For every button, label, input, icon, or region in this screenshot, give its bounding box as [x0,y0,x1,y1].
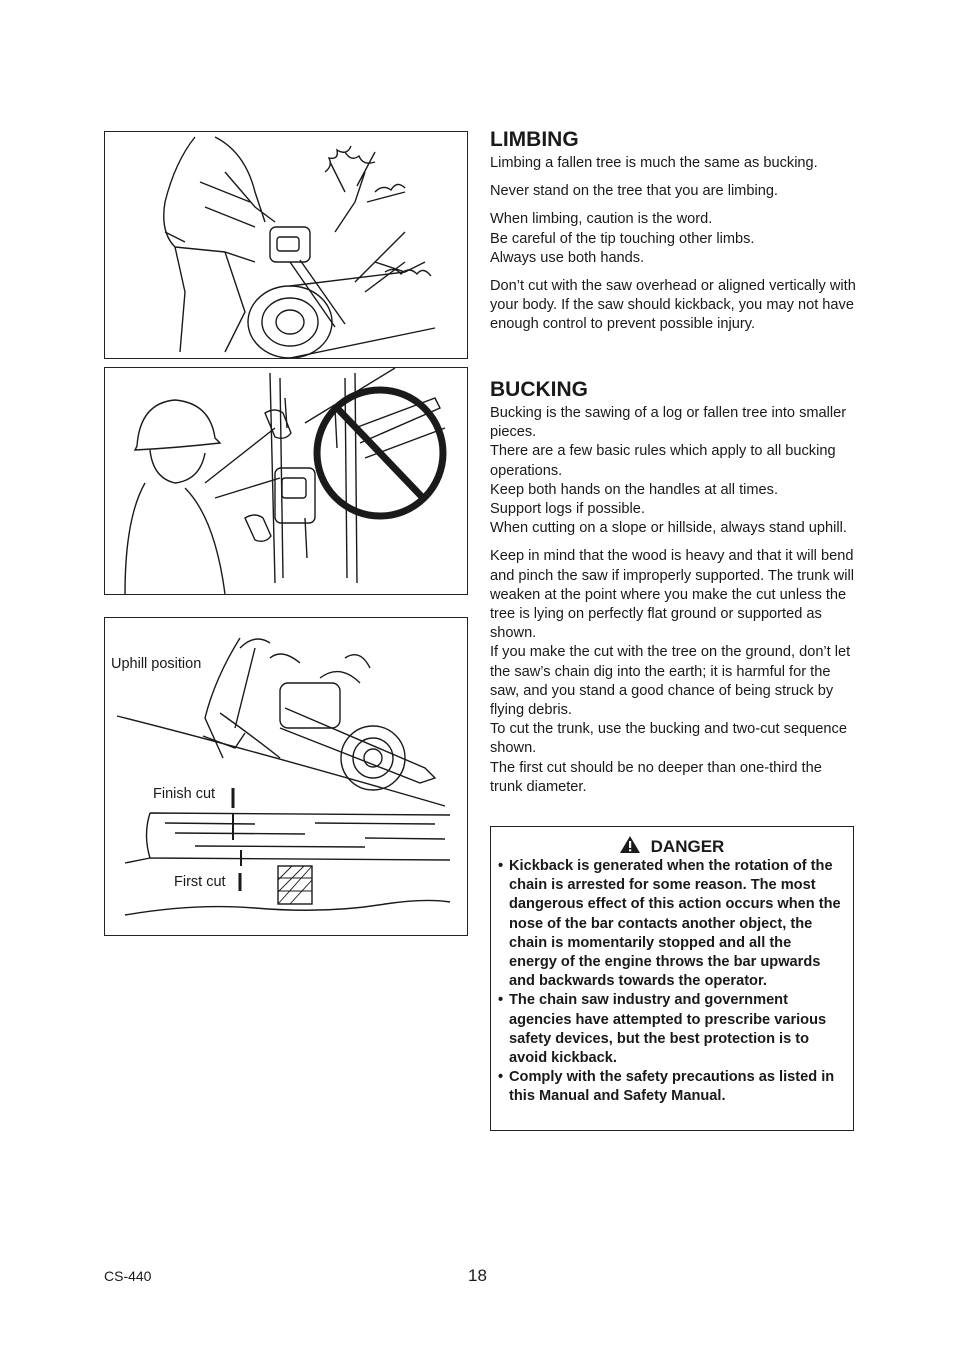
warning-triangle-icon [619,836,640,853]
bucking-heading: BUCKING [490,378,588,401]
bucking-uphill-illustration: Uphill position Finish cut First cut [104,617,468,936]
danger-item-comply: Comply with the safety precautions as li… [498,1068,843,1106]
limbing-caution-line: When limbing, caution is the word. [490,211,713,228]
page-number: 18 [468,1266,487,1285]
first-cut-label: First cut [174,874,226,890]
limbing-paragraph-1: Limbing a fallen tree is much the same a… [490,155,818,171]
bucking-depth-note: The first cut should be no deeper than o… [490,759,822,795]
bucking-definition: Bucking is the sawing of a log or fallen… [490,405,847,441]
model-number: CS-440 [104,1268,152,1284]
limbing-section: LIMBING Limbing a fallen tree is much th… [490,128,856,344]
limbing-illustration [104,131,468,359]
bucking-sequence-note: To cut the trunk, use the bucking and tw… [490,721,847,757]
bucking-support-rule: Support logs if possible. [490,501,645,518]
danger-title: DANGER [650,837,725,856]
prohibited-overhead-cut-illustration [104,367,468,595]
uphill-position-label: Uphill position [111,656,202,672]
bucking-pinch-warning: Keep in mind that the wood is heavy and … [490,548,854,642]
danger-header: DANGER [500,835,843,857]
bucking-rules-intro: There are a few basic rules which apply … [490,443,836,479]
limbing-paragraph-2: Never stand on the tree that you are lim… [490,183,778,200]
limbing-tip-line: Be careful of the tip touching other lim… [490,230,755,247]
bucking-slope-rule: When cutting on a slope or hillside, alw… [490,520,847,537]
bucking-section: BUCKING Bucking is the sawing of a log o… [490,378,856,806]
danger-item-safety-devices: The chain saw industry and government ag… [498,991,843,1068]
bucking-hands-rule: Keep both hands on the handles at all ti… [490,481,779,498]
danger-list: Kickback is generated when the rotation … [498,857,843,1107]
bucking-ground-warning: If you make the cut with the tree on the… [490,644,851,719]
finish-cut-label: Finish cut [153,786,216,802]
danger-box: DANGER Kickback is generated when the ro… [490,826,854,1131]
limbing-paragraph-4: Don’t cut with the saw overhead or align… [490,278,856,333]
danger-item-kickback: Kickback is generated when the rotation … [498,857,843,991]
limbing-heading: LIMBING [490,128,579,151]
limbing-both-hands-line: Always use both hands. [490,249,645,266]
